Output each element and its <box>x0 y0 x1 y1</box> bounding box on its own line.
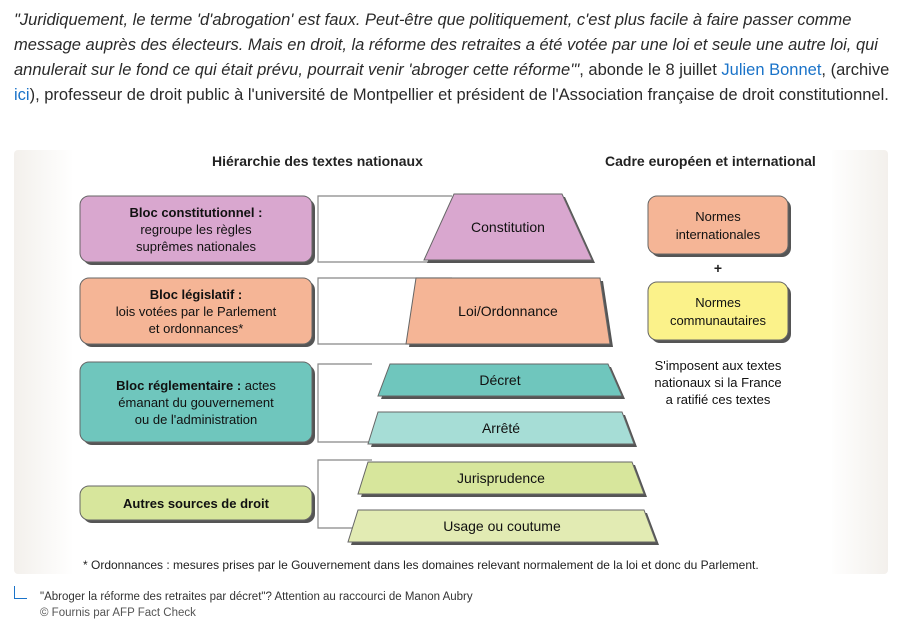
intl-text: communautaires <box>670 313 767 328</box>
intl-text: Normes <box>695 209 741 224</box>
intl-note: S'imposent aux textes <box>655 358 782 373</box>
article-paragraph: "Juridiquement, le terme 'd'abrogation' … <box>14 8 894 108</box>
pyramid-label: Loi/Ordonnance <box>458 303 558 319</box>
pyramid-level <box>423 193 593 261</box>
pyramid-level <box>377 363 623 397</box>
block-text: regroupe les règles <box>140 222 252 237</box>
block-text: ou de l'administration <box>135 412 257 427</box>
figure-caption: "Abroger la réforme des retraites par dé… <box>40 589 473 621</box>
intl-text: internationales <box>676 227 761 242</box>
block-text: et ordonnances* <box>149 321 244 336</box>
intl-box <box>647 281 789 341</box>
block-box <box>79 195 313 263</box>
infographic-panel: Hiérarchie des textes nationaux Cadre eu… <box>72 150 832 574</box>
block-box <box>79 485 313 521</box>
pyramid-label: Constitution <box>471 219 545 235</box>
bracket-line <box>317 195 452 263</box>
intl-note: nationaux si la France <box>654 375 781 390</box>
pyramid-label: Décret <box>479 372 520 388</box>
pyramid-level <box>405 277 611 345</box>
plus-sign: + <box>714 260 722 276</box>
hierarchy-infographic: Hiérarchie des textes nationaux Cadre eu… <box>79 153 816 572</box>
block-title: Autres sources de droit <box>123 496 270 511</box>
archive-close-text: ), professeur de droit public à l'univer… <box>29 86 889 104</box>
bracket-line <box>317 277 452 345</box>
intl-text: Normes <box>695 295 741 310</box>
caption-title: "Abroger la réforme des retraites par dé… <box>40 591 473 603</box>
pyramid-label: Jurisprudence <box>457 470 545 486</box>
article-figure[interactable]: Hiérarchie des textes nationaux Cadre eu… <box>14 150 888 574</box>
archive-open-text: (archive <box>830 61 890 79</box>
block-title: Bloc législatif : <box>150 287 242 302</box>
pyramid-label: Usage ou coutume <box>443 518 561 534</box>
pyramid-level <box>347 509 657 543</box>
caption-icon <box>14 586 27 599</box>
block-box <box>79 277 313 345</box>
block-box <box>79 361 313 443</box>
attribution-text: , abonde le 8 juillet <box>579 61 722 79</box>
footnote: * Ordonnances : mesures prises par le Go… <box>83 558 759 572</box>
block-text: émanant du gouvernement <box>118 395 274 410</box>
block-text: suprêmes nationales <box>136 239 256 254</box>
bracket-line <box>317 459 372 529</box>
author-link[interactable]: Julien Bonnet <box>721 61 822 79</box>
comma-text: , <box>821 61 826 79</box>
pyramid-label: Arrêté <box>482 420 520 436</box>
left-title: Hiérarchie des textes nationaux <box>212 153 423 169</box>
intl-note: a ratifié ces textes <box>666 392 771 407</box>
bracket-line <box>317 363 372 443</box>
caption-credit: © Fournis par AFP Fact Check <box>40 607 196 619</box>
archive-link[interactable]: ici <box>14 86 30 104</box>
intl-box <box>647 195 789 255</box>
block-title: Bloc constitutionnel : <box>130 205 263 220</box>
block-title: Bloc réglementaire : actes <box>116 378 276 393</box>
pyramid-level <box>357 461 645 495</box>
right-title: Cadre européen et international <box>605 153 816 169</box>
pyramid-level <box>367 411 635 445</box>
quote-text: "Juridiquement, le terme 'd'abrogation' … <box>14 11 878 79</box>
block-text: lois votées par le Parlement <box>116 304 277 319</box>
